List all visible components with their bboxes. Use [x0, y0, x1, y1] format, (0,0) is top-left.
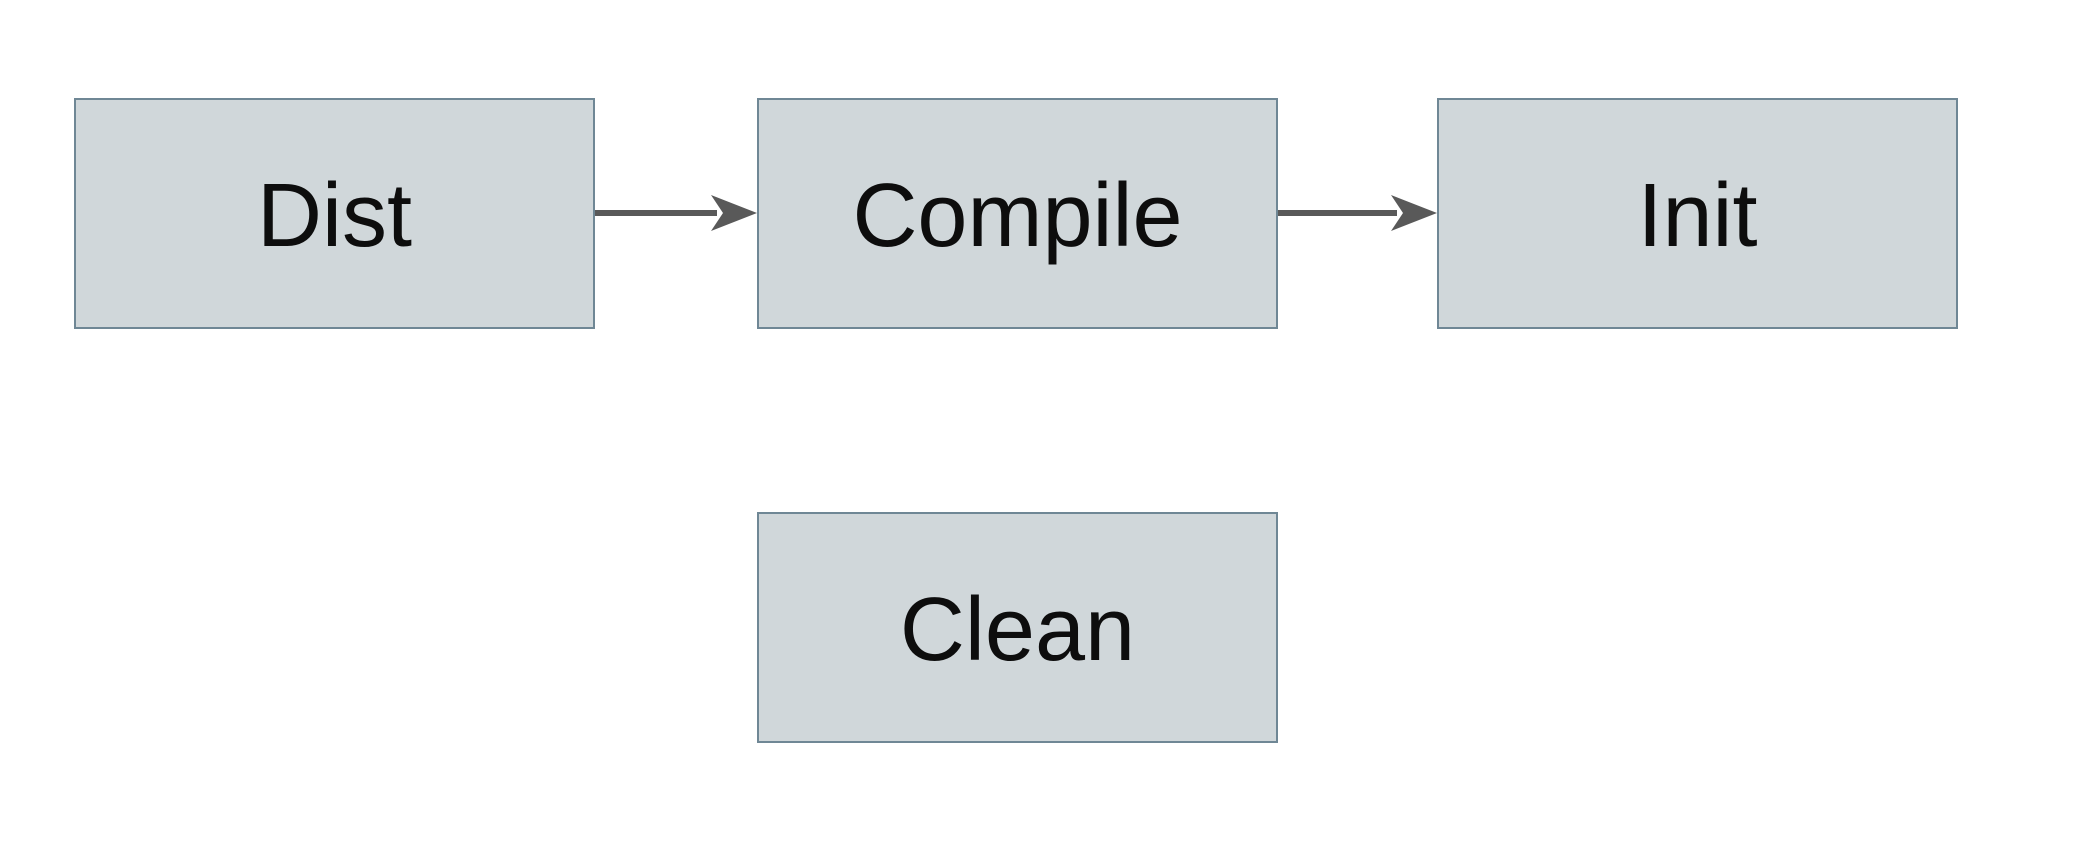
node-dist-label: Dist	[257, 165, 412, 266]
arrow-dist-to-compile	[595, 195, 757, 231]
node-dist: Dist	[74, 98, 595, 329]
node-init-label: Init	[1637, 165, 1758, 266]
node-init: Init	[1437, 98, 1958, 329]
node-clean-label: Clean	[899, 579, 1136, 680]
node-clean: Clean	[757, 512, 1278, 743]
arrow-compile-to-init	[1278, 195, 1437, 231]
arrowhead-icon	[1391, 195, 1437, 231]
arrowhead-icon	[711, 195, 757, 231]
node-compile-label: Compile	[852, 165, 1183, 266]
node-compile: Compile	[757, 98, 1278, 329]
